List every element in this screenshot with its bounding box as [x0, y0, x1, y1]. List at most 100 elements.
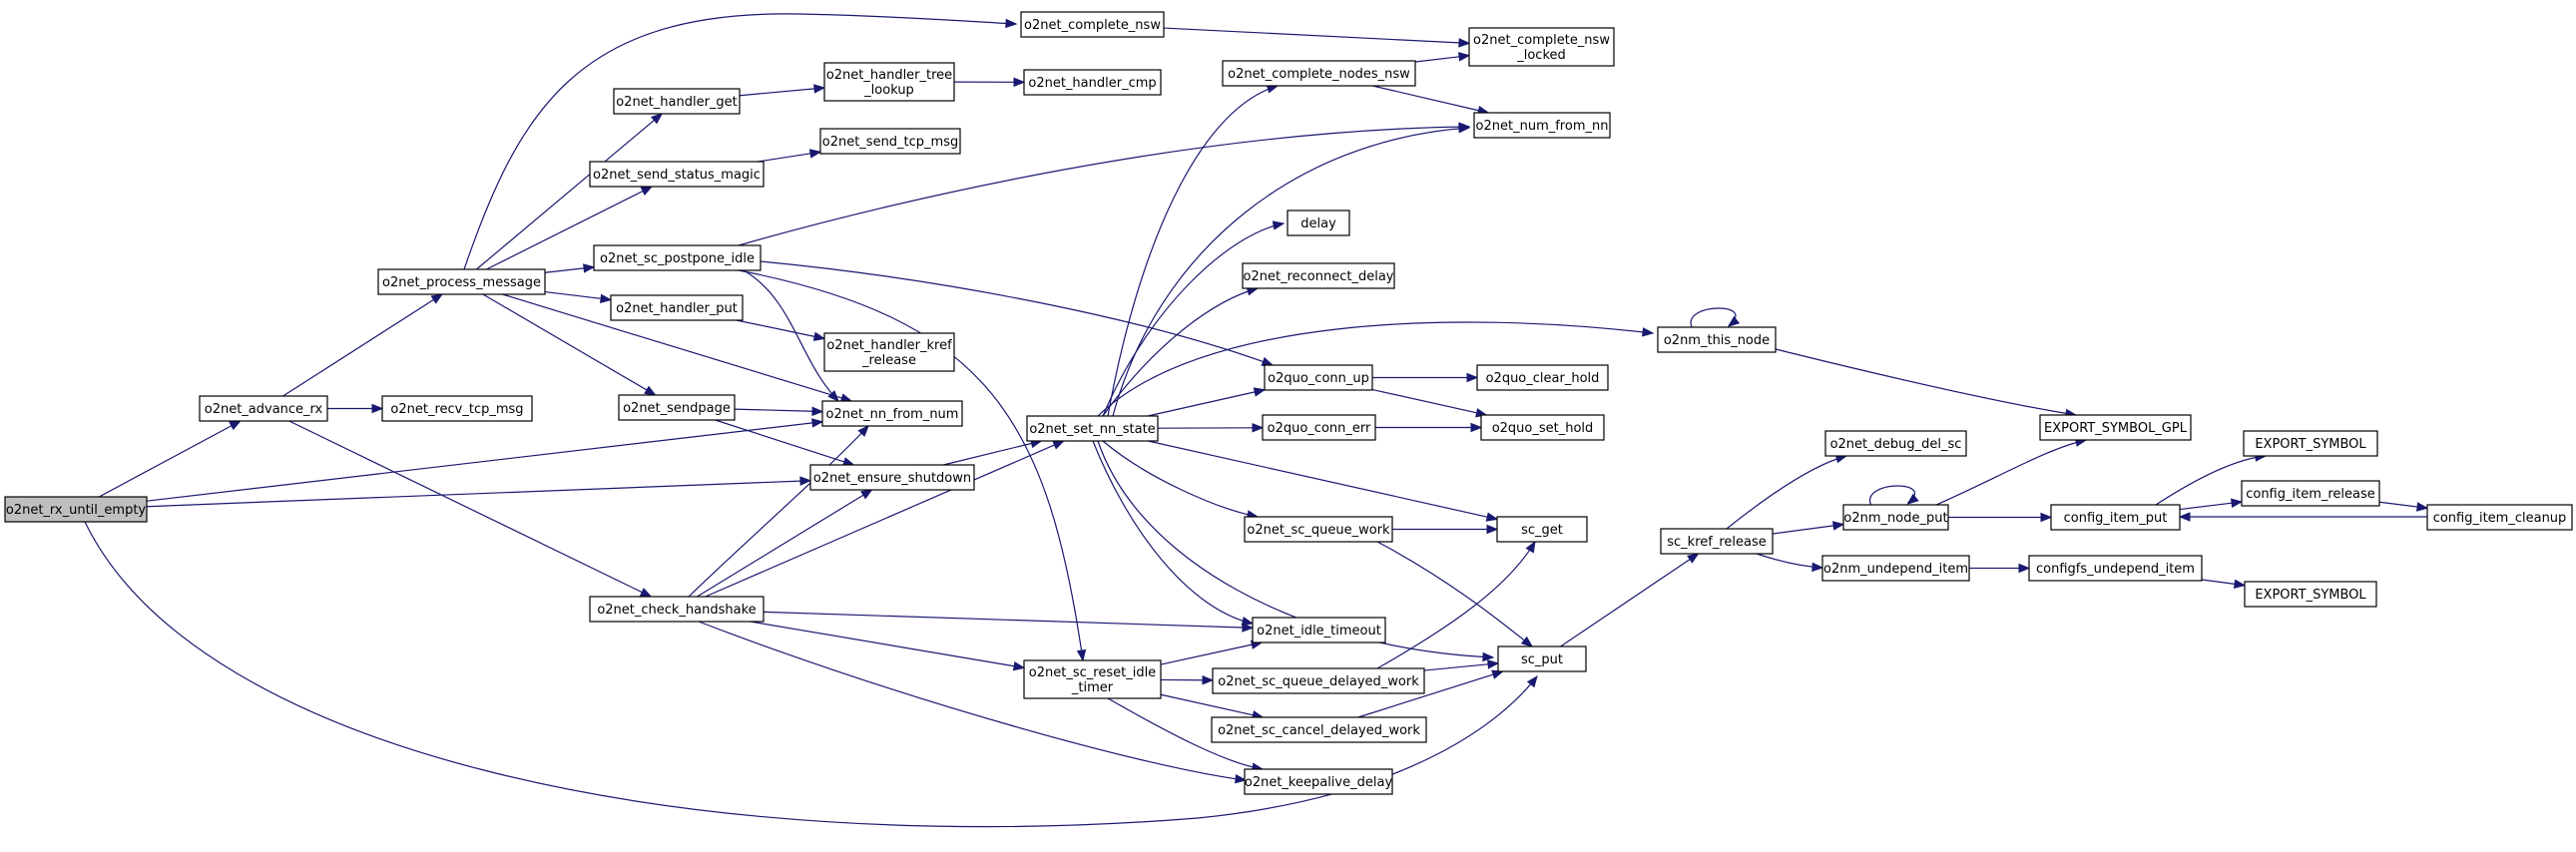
function-node-idle-timeout[interactable]: o2net_idle_timeout — [1252, 617, 1386, 643]
function-node-label: o2net_handler_tree — [826, 68, 952, 83]
function-node-label: _release — [861, 353, 916, 368]
function-node-sc-kref-release[interactable]: sc_kref_release — [1660, 528, 1774, 555]
function-node-label: o2net_idle_timeout — [1257, 624, 1381, 639]
call-edge — [146, 476, 812, 508]
function-node-handler-get[interactable]: o2net_handler_get — [613, 88, 741, 115]
function-node-label: o2net_sc_reset_idle — [1029, 665, 1156, 680]
call-edge — [2378, 501, 2429, 512]
function-node-export-symbol-2[interactable]: EXPORT_SYMBOL — [2244, 581, 2377, 608]
function-node-sc-get[interactable]: sc_get — [1496, 516, 1588, 543]
function-node-complete-nsw[interactable]: o2net_complete_nsw — [1020, 11, 1165, 38]
call-edge — [1392, 524, 1499, 535]
function-node-reconnect-delay[interactable]: o2net_reconnect_delay — [1242, 262, 1395, 289]
call-edge — [1756, 553, 1824, 573]
function-node-label: _timer — [1071, 680, 1114, 695]
function-node-recv-tcp-msg[interactable]: o2net_recv_tcp_msg — [381, 395, 533, 422]
function-node-undepend-item[interactable]: o2nm_undepend_item — [1821, 555, 1970, 582]
function-node-num-from-nn[interactable]: o2net_num_from_nn — [1473, 112, 1611, 139]
call-edge — [475, 113, 664, 270]
call-edge — [146, 418, 824, 502]
call-edge — [1772, 521, 1845, 535]
function-node-label: o2net_handler_get — [616, 95, 738, 110]
function-node-label: o2net_complete_nsw — [1473, 33, 1610, 48]
call-edge — [705, 440, 1065, 598]
call-edge — [1102, 440, 1260, 520]
function-node-label: o2net_nn_from_num — [826, 407, 959, 422]
call-edge — [750, 621, 1026, 671]
function-node-advance-rx[interactable]: o2net_advance_rx — [199, 395, 328, 422]
function-node-sc-queue-work[interactable]: o2net_sc_queue_work — [1244, 516, 1393, 543]
function-node-label: o2net_debug_del_sc — [1830, 437, 1962, 452]
function-node-keepalive-delay[interactable]: o2net_keepalive_delay — [1244, 768, 1393, 795]
function-node-label: o2net_keepalive_delay — [1245, 775, 1393, 790]
function-node-config-item-cleanup[interactable]: config_item_cleanup — [2426, 504, 2573, 531]
function-node-label: o2quo_conn_err — [1268, 421, 1371, 436]
function-node-export-symbol-gpl[interactable]: EXPORT_SYMBOL_GPL — [2039, 414, 2192, 441]
function-node-conn-up[interactable]: o2quo_conn_up — [1264, 364, 1373, 391]
function-node-label: o2nm_node_put — [1843, 511, 1947, 526]
function-node-config-item-release[interactable]: config_item_release — [2241, 480, 2380, 507]
function-node-sc-queue-delayed-work[interactable]: o2net_sc_queue_delayed_work — [1212, 667, 1425, 694]
function-node-conn-err[interactable]: o2quo_conn_err — [1262, 414, 1376, 441]
call-edge — [734, 406, 824, 417]
function-node-set-hold[interactable]: o2quo_set_hold — [1480, 414, 1605, 441]
call-edge — [1092, 440, 1255, 627]
function-node-complete-nodes-nsw[interactable]: o2net_complete_nodes_nsw — [1222, 60, 1416, 87]
function-node-send-tcp-msg[interactable]: o2net_send_tcp_msg — [819, 128, 961, 155]
call-edge — [1372, 85, 1490, 116]
function-node-handler-tree-lookup[interactable]: o2net_handler_tree_lookup — [823, 62, 955, 102]
function-node-export-symbol-1[interactable]: EXPORT_SYMBOL — [2243, 430, 2378, 457]
function-node-handler-put[interactable]: o2net_handler_put — [610, 294, 744, 321]
function-node-label: o2net_sc_postpone_idle — [600, 251, 755, 266]
call-edge — [1414, 52, 1471, 63]
function-node-handler-cmp[interactable]: o2net_handler_cmp — [1023, 69, 1162, 96]
call-edge — [1560, 553, 1700, 647]
function-node-rx-until-empty[interactable]: o2net_rx_until_empty — [4, 496, 148, 523]
call-edge — [943, 438, 1043, 466]
function-node-label: o2quo_set_hold — [1492, 421, 1594, 436]
function-node-this-node[interactable]: o2nm_this_node — [1657, 326, 1777, 353]
call-edge — [1160, 674, 1215, 685]
function-node-complete-nsw-locked[interactable]: o2net_complete_nsw_locked — [1468, 27, 1615, 67]
function-node-sc-postpone-idle[interactable]: o2net_sc_postpone_idle — [593, 244, 762, 271]
function-node-ensure-shutdown[interactable]: o2net_ensure_shutdown — [809, 464, 975, 491]
function-node-label: o2net_handler_cmp — [1028, 76, 1156, 91]
function-node-process-message[interactable]: o2net_process_message — [377, 268, 546, 295]
call-edge — [1107, 84, 1280, 417]
call-edge — [1969, 563, 2031, 574]
call-edge — [1690, 307, 1741, 328]
function-node-sc-reset-idle-timer[interactable]: o2net_sc_reset_idle_timer — [1023, 659, 1162, 699]
function-node-label: o2net_check_handshake — [597, 603, 756, 618]
call-edge — [1148, 440, 1499, 522]
call-edge — [1423, 659, 1500, 671]
function-node-label: o2net_sendpage — [623, 401, 731, 416]
function-node-label: o2net_advance_rx — [205, 402, 323, 417]
function-node-node-put[interactable]: o2nm_node_put — [1842, 504, 1949, 531]
call-edge — [2179, 498, 2244, 511]
function-node-sendpage[interactable]: o2net_sendpage — [618, 394, 736, 421]
function-node-clear-hold[interactable]: o2quo_clear_hold — [1476, 364, 1609, 391]
function-node-label: delay — [1300, 216, 1336, 231]
call-edge — [738, 269, 1087, 662]
function-node-debug-del-sc[interactable]: o2net_debug_del_sc — [1824, 430, 1967, 457]
function-node-config-item-put[interactable]: config_item_put — [2050, 504, 2181, 531]
function-node-configfs-undepend-item[interactable]: configfs_undepend_item — [2028, 555, 2203, 582]
function-node-sc-cancel-delayed-work[interactable]: o2net_sc_cancel_delayed_work — [1211, 716, 1427, 743]
function-node-send-status-magic[interactable]: o2net_send_status_magic — [589, 161, 765, 188]
function-node-check-handshake[interactable]: o2net_check_handshake — [589, 596, 765, 623]
call-edge — [1147, 387, 1267, 417]
function-node-label: o2nm_this_node — [1664, 333, 1770, 348]
function-node-label: o2net_sc_queue_work — [1247, 523, 1390, 538]
function-node-delay[interactable]: delay — [1287, 210, 1350, 236]
function-node-handler-kref-release[interactable]: o2net_handler_kref_release — [823, 332, 955, 372]
function-node-set-nn-state[interactable]: o2net_set_nn_state — [1026, 415, 1159, 442]
call-edge — [502, 293, 853, 403]
call-edge — [1163, 27, 1471, 48]
function-node-sc-put[interactable]: sc_put — [1497, 645, 1587, 672]
call-edge — [736, 319, 826, 341]
function-node-nn-from-num[interactable]: o2net_nn_from_num — [821, 400, 963, 427]
function-node-label: o2nm_undepend_item — [1823, 562, 1968, 577]
function-node-label: o2net_set_nn_state — [1029, 422, 1155, 437]
function-node-label: sc_kref_release — [1667, 535, 1767, 550]
function-node-label: o2net_sc_cancel_delayed_work — [1218, 723, 1420, 738]
